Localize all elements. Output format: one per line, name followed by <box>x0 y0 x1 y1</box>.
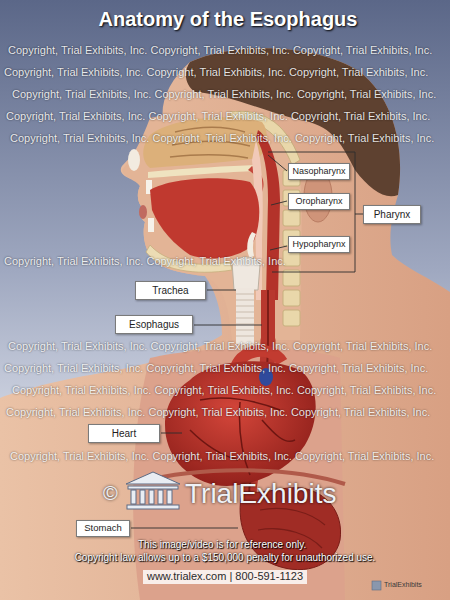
copyright-symbol: © <box>103 481 118 506</box>
logo-text: TrialExhibits <box>185 476 336 511</box>
label-text: Oropharynx <box>295 197 342 207</box>
label-text: Esophagus <box>129 319 179 330</box>
epiglottis <box>247 232 256 258</box>
watermark: Copyright, Trial Exhibits, Inc. Copyrigh… <box>4 362 428 376</box>
label-text: Pharynx <box>374 209 411 220</box>
label-box: Pharynx <box>363 205 421 224</box>
trachea <box>236 288 254 344</box>
label-box: Heart <box>88 424 160 443</box>
label-text: Trachea <box>152 285 188 296</box>
heart <box>165 361 316 486</box>
watermark: Copyright, Trial Exhibits, Inc. Copyrigh… <box>4 255 286 269</box>
nasal-cartilage <box>128 149 140 171</box>
notice-text: Copyright law allows up to a $150,000 pe… <box>75 552 376 565</box>
tongue <box>150 178 259 258</box>
teeth <box>148 218 154 232</box>
hard-palate <box>148 165 255 178</box>
watermark: Copyright, Trial Exhibits, Inc. Copyrigh… <box>8 44 432 58</box>
logo-icon <box>126 472 180 509</box>
watermark: Copyright, Trial Exhibits, Inc. Copyrigh… <box>6 406 430 420</box>
watermark: Copyright, Trial Exhibits, Inc. Copyrigh… <box>8 340 432 354</box>
label-box: Trachea <box>135 281 206 300</box>
label-box: Nasopharynx <box>288 163 350 180</box>
watermark: Copyright, Trial Exhibits, Inc. Copyrigh… <box>12 384 436 398</box>
watermark: Copyright, Trial Exhibits, Inc. Copyrigh… <box>10 450 434 464</box>
label-text: Hypopharynx <box>292 240 345 250</box>
small-logo-icon <box>372 581 381 590</box>
body-silhouette <box>0 48 450 600</box>
watermark: Copyright, Trial Exhibits, Inc. Copyrigh… <box>12 88 436 102</box>
notice-text: This image/video is for reference only. <box>138 539 306 552</box>
watermark: Copyright, Trial Exhibits, Inc. Copyrigh… <box>4 66 428 80</box>
label-box: Oropharynx <box>288 193 350 210</box>
label-text: Nasopharynx <box>292 167 345 177</box>
tracheal-rings <box>236 294 254 336</box>
label-text: Stomach <box>84 523 122 533</box>
label-box: Esophagus <box>115 315 193 334</box>
contact-text: www.trialex.com | 800-591-1123 <box>143 570 307 584</box>
watermark: Copyright, Trial Exhibits, Inc. Copyrigh… <box>6 110 430 124</box>
watermark: Copyright, Trial Exhibits, Inc. Copyrigh… <box>10 132 434 146</box>
label-text: Heart <box>112 428 136 439</box>
label-box: Hypopharynx <box>288 236 350 253</box>
label-box: Stomach <box>76 520 130 537</box>
diagram-title: Anatomy of the Esophagus <box>99 7 358 32</box>
lips <box>139 205 147 219</box>
small-logo-text: TrialExhibits <box>384 581 422 590</box>
